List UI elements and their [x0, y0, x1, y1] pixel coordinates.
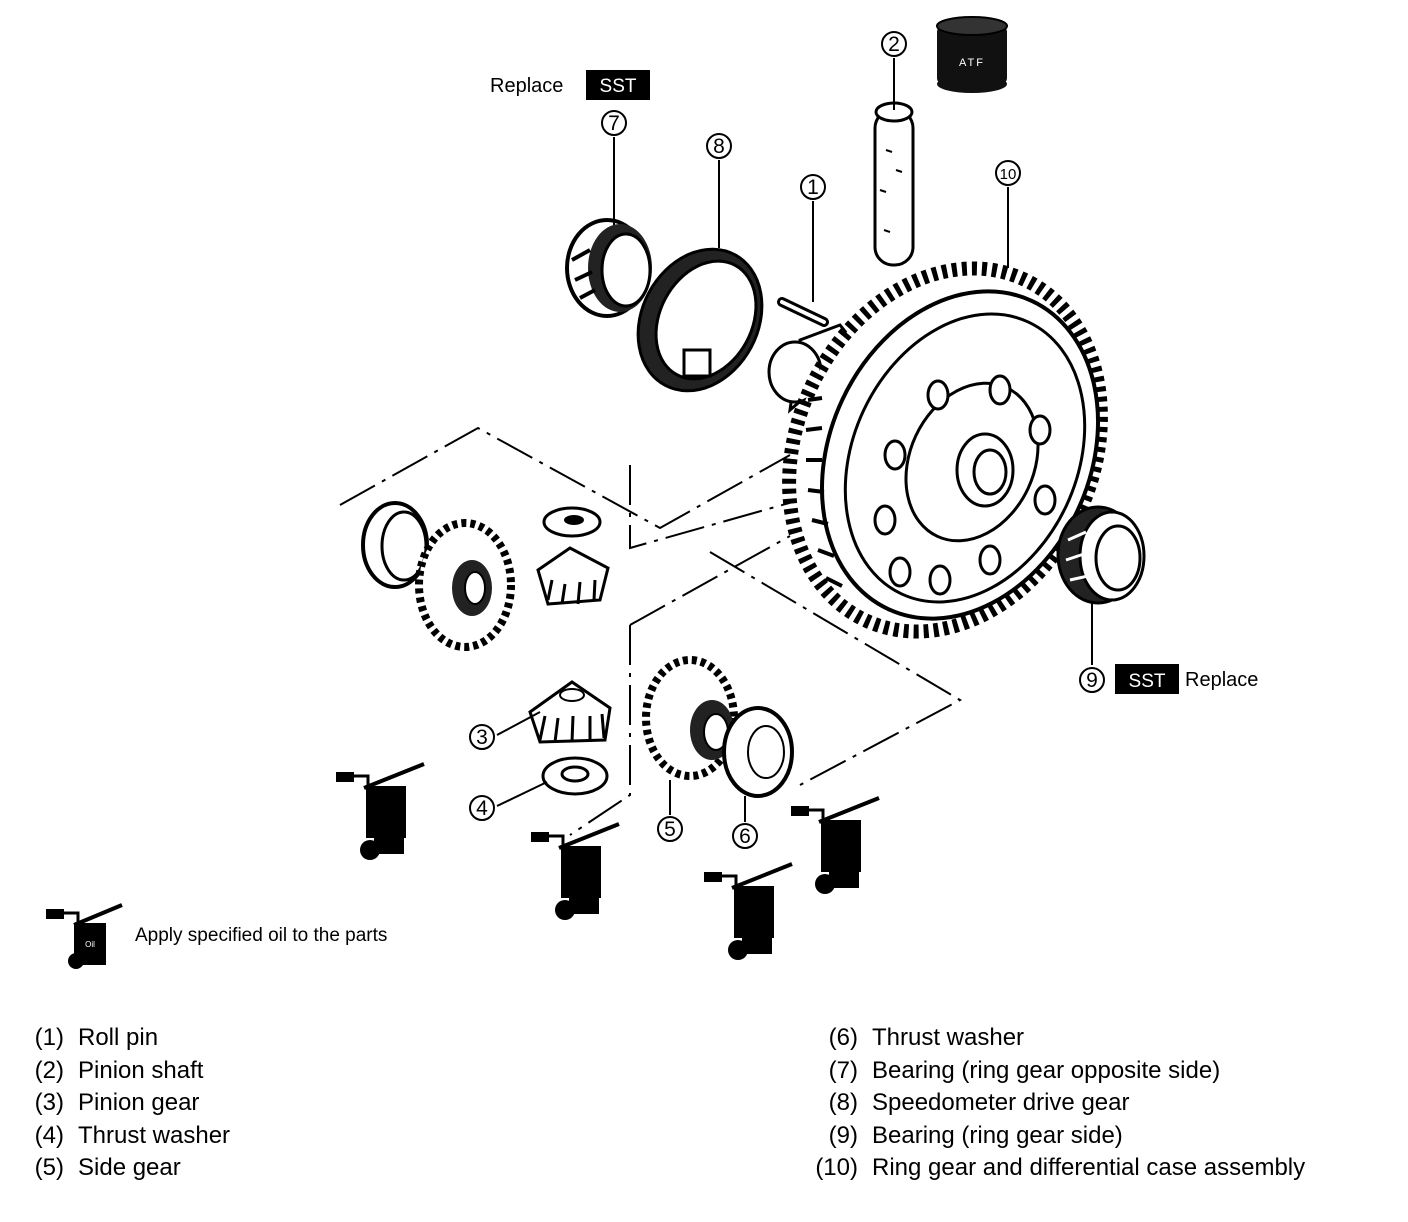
svg-text:1: 1	[807, 176, 819, 199]
svg-text:8: 8	[713, 135, 725, 158]
part-item-1: (1)Roll pin	[34, 1024, 159, 1051]
callout-3: 3	[469, 724, 495, 750]
svg-text:6: 6	[739, 825, 751, 848]
pinion-shaft	[873, 101, 915, 267]
part-item-8: (8)Speedometer drive gear	[828, 1089, 1130, 1117]
part-item-9: (9)Bearing (ring gear side)	[828, 1121, 1123, 1149]
part-item-7: (7)Bearing (ring gear opposite side)	[828, 1056, 1221, 1084]
replace-label-top: Replace	[490, 75, 563, 97]
callout-2: 2	[881, 31, 907, 57]
oil-legend-text: Apply specified oil to the parts	[135, 925, 387, 946]
svg-text:Oil: Oil	[85, 940, 95, 949]
svg-text:SST: SST	[1129, 671, 1166, 692]
oil-can-legend-icon: Oil	[46, 903, 123, 969]
side-bearing-race-left	[361, 501, 429, 589]
parts-list-left: (1)Roll pin (2)Pinion shaft (3)Pinion ge…	[30, 1022, 230, 1185]
bearing-ring-gear-opposite-side	[565, 218, 652, 318]
roll-pin	[777, 297, 829, 327]
ring-gear-differential-case	[767, 261, 1108, 639]
callout-9: 9	[1079, 667, 1105, 693]
pinion-gear-upper	[536, 546, 610, 606]
replace-label-right: Replace	[1185, 669, 1258, 691]
svg-text:2: 2	[888, 33, 900, 56]
callout-10: 10	[995, 160, 1021, 186]
pinion-gear	[528, 680, 612, 744]
part-item-2: (2)Pinion shaft	[34, 1056, 204, 1084]
oil-can-icon	[334, 762, 881, 962]
svg-text:SST: SST	[600, 76, 637, 97]
svg-text:4: 4	[476, 797, 488, 820]
parts-list: (1)Roll pin (2)Pinion shaft (3)Pinion ge…	[0, 1022, 1408, 1212]
callout-5: 5	[657, 816, 683, 842]
callout-6: 6	[732, 823, 758, 849]
speedometer-drive-gear	[636, 247, 764, 393]
side-gear-left	[415, 519, 515, 651]
svg-text:10: 10	[1000, 166, 1017, 183]
callout-1: 1	[800, 174, 826, 200]
oil-legend: Oil Apply specified oil to the parts	[46, 903, 387, 969]
atf-label: ATF	[959, 57, 985, 69]
thrust-washer-side	[722, 706, 794, 798]
assembly-lines	[339, 426, 963, 836]
differential-exploded-diagram: ATF	[46, 16, 1258, 969]
part-item-3: (3)Pinion gear	[34, 1089, 200, 1117]
leader-lines	[496, 58, 1093, 822]
part-item-5: (5)Side gear	[34, 1154, 181, 1182]
svg-text:5: 5	[664, 818, 676, 841]
thrust-washer	[541, 756, 609, 796]
svg-text:9: 9	[1086, 669, 1098, 692]
svg-text:7: 7	[608, 112, 620, 135]
svg-text:3: 3	[476, 726, 488, 749]
sst-badge-right: SST	[1115, 664, 1179, 694]
parts-list-right: (6)Thrust washer (7)Bearing (ring gear o…	[806, 1022, 1305, 1185]
callout-4: 4	[469, 795, 495, 821]
sst-badge-top: SST	[586, 70, 650, 100]
side-gear	[642, 656, 738, 780]
bearing-ring-gear-side	[1056, 505, 1146, 605]
callout-8: 8	[706, 133, 732, 159]
part-item-6: (6)Thrust washer	[828, 1024, 1025, 1051]
atf-can: ATF	[936, 16, 1008, 93]
part-item-10: (10)Ring gear and differential case asse…	[815, 1154, 1306, 1182]
thrust-washer-upper	[542, 506, 602, 538]
callout-7: 7	[601, 110, 627, 136]
part-item-4: (4)Thrust washer	[34, 1121, 231, 1149]
